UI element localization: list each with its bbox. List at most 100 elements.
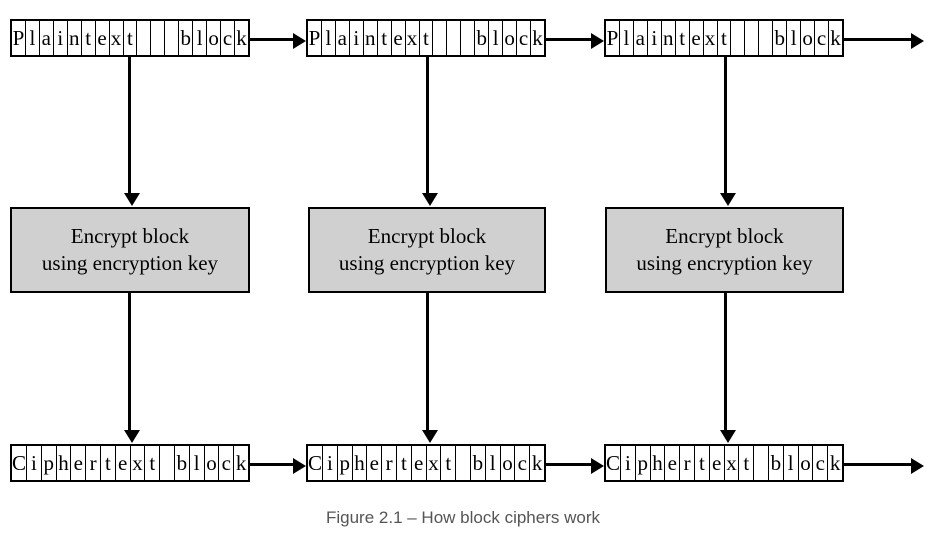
ciphertext-char-cell: l <box>486 446 501 480</box>
plaintext-char-cell: l <box>322 21 336 55</box>
ciphertext-char-cell: t <box>397 446 412 480</box>
ciphertext-char-cell: k <box>829 450 841 475</box>
ciphertext-char-cell: t <box>145 446 161 480</box>
plaintext-char-cell: a <box>336 21 350 55</box>
arrow-plaintext-1-to-encrypt-1 <box>124 57 140 206</box>
plaintext-char-cell: c <box>815 21 829 55</box>
plaintext-char-cell: P <box>308 21 322 55</box>
plaintext-char-cell: k <box>830 25 841 50</box>
ciphertext-block-3: C i p h e r t e x t b l o c k <box>604 444 844 482</box>
ciphertext-char-cell: e <box>665 446 681 480</box>
ciphertext-char-cell: x <box>427 446 442 480</box>
plaintext-char-cell: c <box>517 21 531 55</box>
plaintext-char-cell: l <box>620 21 634 55</box>
ciphertext-char-cell <box>456 446 471 480</box>
ciphertext-char-cell: e <box>71 446 87 480</box>
plaintext-char-cell: b <box>773 21 788 55</box>
ciphertext-char-cell: k <box>235 450 247 475</box>
arrow-plaintext-3-out <box>844 33 924 49</box>
ciphertext-char-cell: t <box>695 446 710 480</box>
plaintext-char-cell: i <box>350 21 364 55</box>
arrow-plaintext-2-to-encrypt-2 <box>422 57 438 206</box>
plaintext-char-cell <box>461 21 476 55</box>
arrow-plaintext-3-to-encrypt-3 <box>720 57 736 206</box>
ciphertext-char-cell: p <box>338 446 353 480</box>
plaintext-char-cell: t <box>420 21 434 55</box>
ciphertext-char-cell: c <box>515 446 531 480</box>
ciphertext-char-cell: l <box>190 446 205 480</box>
plaintext-char-cell: e <box>392 21 406 55</box>
ciphertext-char-cell: o <box>205 446 220 480</box>
ciphertext-char-cell: C <box>308 446 324 480</box>
plaintext-char-cell: l <box>489 21 504 55</box>
plaintext-char-cell: t <box>718 21 732 55</box>
ciphertext-char-cell: t <box>101 446 116 480</box>
encrypt-box-label-line2: using encryption key <box>41 251 219 275</box>
ciphertext-char-cell: b <box>471 446 486 480</box>
ciphertext-block-1: C i p h e r t e x t b l o c k <box>10 444 250 482</box>
arrow-ciphertext-1-to-2 <box>250 458 306 474</box>
ciphertext-char-cell: e <box>710 446 725 480</box>
ciphertext-block-2: C i p h e r t e x t b l o c k <box>306 444 546 482</box>
plaintext-char-cell: b <box>179 21 194 55</box>
plaintext-char-cell: n <box>364 21 378 55</box>
arrow-encrypt-2-to-ciphertext-2 <box>422 293 438 443</box>
ciphertext-char-cell: b <box>769 446 784 480</box>
ciphertext-char-cell: h <box>353 446 368 480</box>
ciphertext-char-cell: r <box>86 446 101 480</box>
plaintext-char-cell <box>151 21 166 55</box>
plaintext-char-cell <box>433 21 448 55</box>
ciphertext-char-cell: i <box>621 446 636 480</box>
plaintext-char-cell: i <box>54 21 68 55</box>
ciphertext-char-cell: x <box>131 446 146 480</box>
encrypt-box-label-line2: using encryption key <box>338 251 516 275</box>
arrow-ciphertext-3-out <box>844 458 924 474</box>
ciphertext-char-cell: r <box>382 446 397 480</box>
plaintext-char-cell: t <box>124 21 138 55</box>
encrypt-box-label-line1: Encrypt block <box>70 224 190 249</box>
ciphertext-char-cell <box>160 446 175 480</box>
encrypt-box-1: Encrypt block using encryption key <box>10 207 250 293</box>
plaintext-char-cell <box>165 21 180 55</box>
ciphertext-char-cell: e <box>412 446 427 480</box>
plaintext-char-cell: t <box>378 21 392 55</box>
encrypt-box-label-line1: Encrypt block <box>665 224 784 249</box>
ciphertext-char-cell: c <box>219 446 235 480</box>
plaintext-char-cell: e <box>96 21 110 55</box>
plaintext-char-cell: t <box>676 21 690 55</box>
plaintext-char-cell: n <box>662 21 676 55</box>
ciphertext-char-cell: t <box>441 446 457 480</box>
ciphertext-char-cell: i <box>27 446 42 480</box>
plaintext-char-cell <box>731 21 746 55</box>
ciphertext-char-cell: h <box>651 446 666 480</box>
figure-caption: Figure 2.1 – How block ciphers work <box>325 508 600 527</box>
plaintext-char-cell: l <box>193 21 208 55</box>
ciphertext-char-cell: o <box>799 446 814 480</box>
plaintext-char-cell: x <box>704 21 718 55</box>
ciphertext-char-cell <box>754 446 769 480</box>
plaintext-char-cell: o <box>207 21 222 55</box>
plaintext-char-cell: x <box>110 21 124 55</box>
ciphertext-char-cell: o <box>501 446 516 480</box>
ciphertext-char-cell: b <box>175 446 190 480</box>
arrow-plaintext-1-to-2 <box>250 33 306 49</box>
ciphertext-char-cell: k <box>531 450 543 475</box>
plaintext-block-2: P l a i n t e x t b l o c k <box>306 19 546 57</box>
plaintext-char-cell: i <box>648 21 662 55</box>
plaintext-char-cell: a <box>40 21 54 55</box>
plaintext-char-cell <box>447 21 462 55</box>
plaintext-char-cell: t <box>82 21 96 55</box>
plaintext-char-cell <box>759 21 774 55</box>
plaintext-char-cell: P <box>12 21 26 55</box>
encrypt-box-label-line2: using encryption key <box>636 251 813 275</box>
ciphertext-char-cell: h <box>57 446 72 480</box>
ciphertext-char-cell: C <box>12 446 28 480</box>
ciphertext-char-cell: p <box>42 446 57 480</box>
plaintext-block-3: P l a i n t e x t b l o c k <box>604 19 844 57</box>
plaintext-char-cell: n <box>68 21 82 55</box>
encrypt-box-2: Encrypt block using encryption key <box>308 207 546 293</box>
ciphertext-char-cell: e <box>367 446 383 480</box>
plaintext-char-cell: o <box>801 21 816 55</box>
plaintext-char-cell <box>137 21 152 55</box>
ciphertext-char-cell: p <box>636 446 651 480</box>
